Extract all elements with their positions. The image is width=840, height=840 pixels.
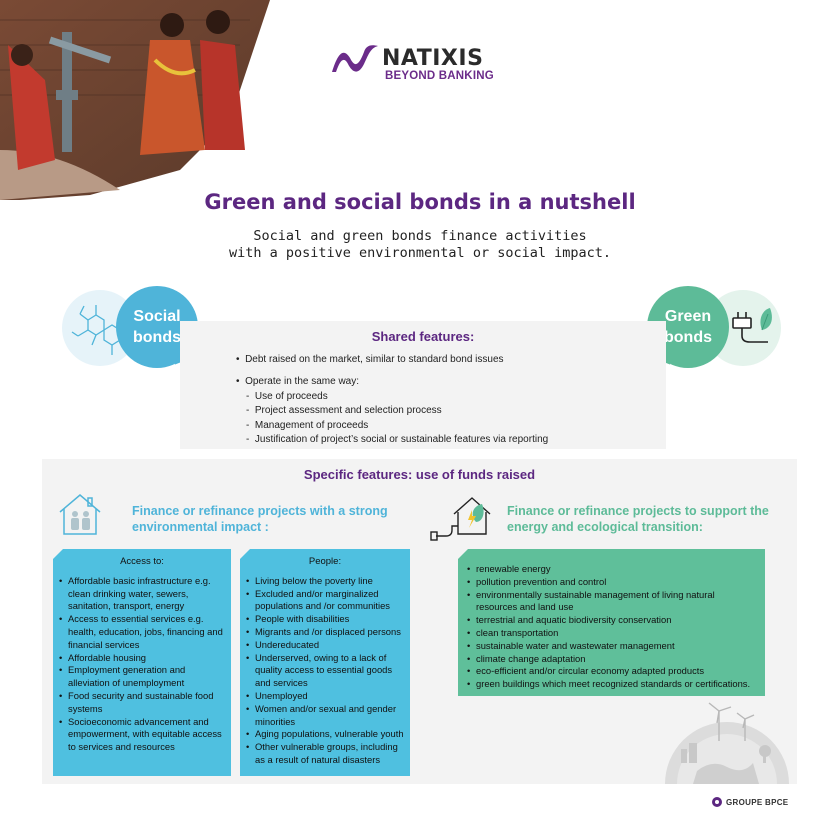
list-item: sustainable water and wastewater managem… [467,640,757,653]
people-card: People: Living below the poverty line Ex… [240,549,410,776]
green-projects-heading: Finance or refinance projects to support… [507,504,769,534]
shared-bullets-2: • Operate in the same way: - Use of proc… [236,375,548,448]
list-item: Living below the poverty line [246,575,404,588]
people-title: People: [308,556,342,567]
list-item: Undereducated [246,639,404,652]
list-item: pollution prevention and control [467,576,757,589]
shared-sub-item-text: Management of proceeds [254,419,369,431]
list-item: Unemployed [246,690,404,703]
specific-features-title: Specific features: use of funds raised [303,467,536,482]
shared-sub-item: - Justification of project’s social or s… [246,434,549,445]
green-bubble-line-2: bonds [664,329,712,346]
list-item: climate change adaptation [467,653,757,666]
shared-sub-item: - Management of proceeds [246,419,369,431]
access-to-card: Access to: Affordable basic infrastructu… [53,549,231,776]
green-activities-list: renewable energy pollution prevention an… [467,563,757,691]
list-item: Other vulnerable groups, including as a … [246,741,404,767]
list-item: terrestrial and aquatic biodiversity con… [467,614,757,627]
page-title: Green and social bonds in a nutshell [204,190,636,214]
list-item: eco-efficient and/or circular economy ad… [467,665,757,678]
list-item: People with disabilities [246,613,404,626]
shared-sub-item-text: Project assessment and selection process [254,405,442,416]
social-bubble-line-1: Social [133,308,181,325]
groupe-bpce-footer: GROUPE BPCE [712,797,788,807]
shared-bullet-debt: • Debt raised on the market, similar to … [236,354,504,365]
globe-wind-turbines-icon [665,702,789,784]
shared-features-box: Shared features: • Debt raised on the ma… [180,321,666,449]
footer-text: GROUPE BPCE [726,797,789,807]
shared-features-title: Shared features: [371,329,475,344]
list-item: Migrants and /or displaced persons [246,626,404,639]
list-item: Employment generation and alleviation of… [59,664,225,690]
subtitle-line-1: Social and green bonds finance activitie… [253,228,587,244]
list-item: renewable energy [467,563,757,576]
bpce-logo-icon [712,797,722,807]
eco-house-plug-icon [430,497,491,541]
shared-bullets-1: • Debt raised on the market, similar to … [236,353,504,368]
access-to-title: Access to: [120,556,164,567]
green-bubble-line-1: Green [664,308,712,325]
list-item: Affordable basic infrastructure e.g. cle… [59,575,225,613]
shared-bullet-operate: • Operate in the same way: [236,376,360,387]
shared-sub-item-text: Justification of project’s social or sus… [254,434,549,445]
shared-sub-item-text: Use of proceeds [254,390,328,402]
brand-tagline: BEYOND BANKING [385,70,494,82]
list-item: environmentally sustainable management o… [467,589,757,615]
list-item: Access to essential services e.g. health… [59,613,225,651]
natixis-logo: NATIXIS BEYOND BANKING [330,40,520,90]
shared-bullet-operate-text: Operate in the same way: [245,376,360,387]
social-bubble-line-2: bonds [133,329,181,346]
hero-photo [0,0,270,200]
people-list: Living below the poverty line Excluded a… [246,575,404,767]
plug-leaf-icon [732,308,772,343]
list-item: Underserved, owing to a lack of quality … [246,652,404,690]
list-item: clean transportation [467,627,757,640]
subtitle-line-2: with a positive environmental or social … [228,245,611,261]
natixis-logo-mark-icon [332,45,378,72]
list-item: Women and/or sexual and gender minoritie… [246,703,404,729]
green-activities-card: renewable energy pollution prevention an… [458,549,765,696]
list-item: Food security and sustainable food syste… [59,690,225,716]
social-projects-heading: Finance or refinance projects with a str… [132,504,388,534]
list-item: Excluded and/or marginalized populations… [246,588,404,614]
list-item: Socioeconomic advancement and empowermen… [59,716,225,754]
access-to-list: Affordable basic infrastructure e.g. cle… [59,575,225,754]
brand-name: NATIXIS [382,46,484,71]
list-item: Affordable housing [59,652,225,665]
specific-features-box: Specific features: use of funds raised F… [42,459,797,784]
list-item: green buildings which meet recognized st… [467,678,757,691]
shared-bullet-debt-text: Debt raised on the market, similar to st… [245,354,504,365]
shared-sub-item: - Project assessment and selection proce… [246,405,442,416]
shared-sub-item: - Use of proceeds [246,390,328,402]
list-item: Aging populations, vulnerable youth [246,728,404,741]
page-subtitle: Social and green bonds finance activitie… [0,228,840,262]
house-people-icon [59,494,101,535]
